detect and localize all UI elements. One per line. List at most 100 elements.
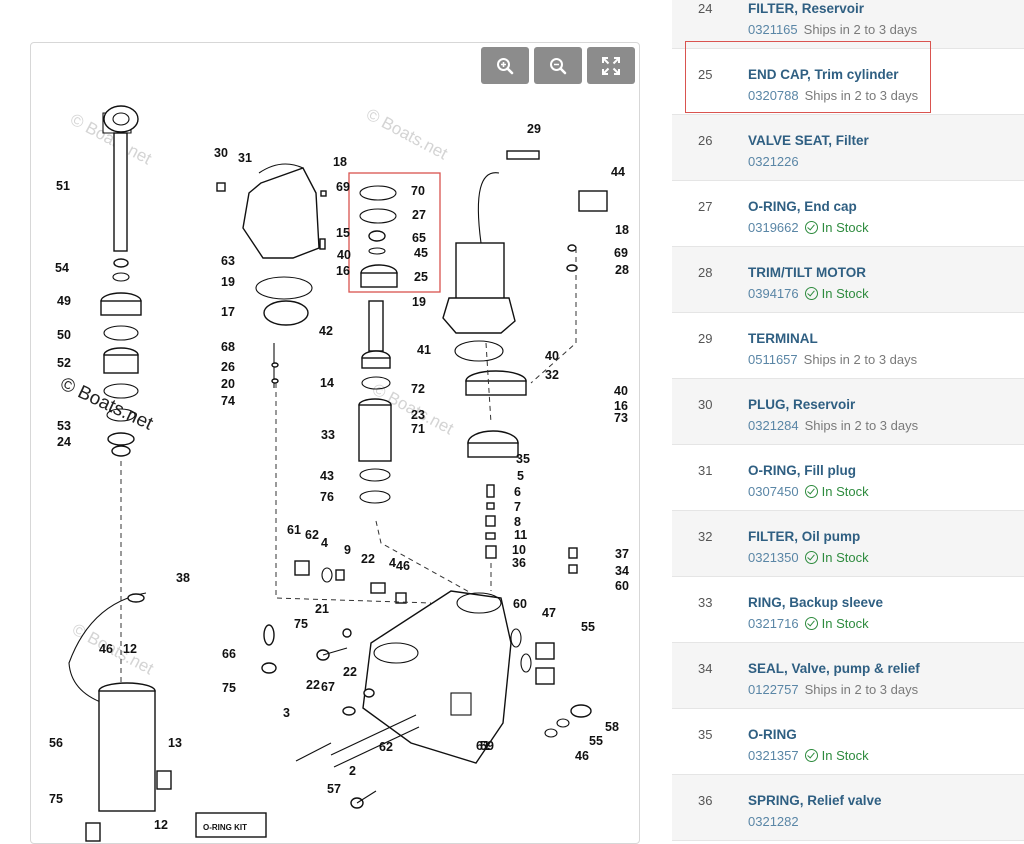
callout-label[interactable]: 16 xyxy=(336,264,350,278)
callout-label[interactable]: 74 xyxy=(221,394,235,408)
callout-label[interactable]: 20 xyxy=(221,377,235,391)
part-name-link[interactable]: SPRING, Relief valve xyxy=(748,793,882,808)
callout-label[interactable]: 13 xyxy=(168,736,182,750)
part-name-link[interactable]: O-RING, End cap xyxy=(748,199,857,214)
part-number-link[interactable]: 0319662 xyxy=(748,220,799,235)
callout-label[interactable]: 2 xyxy=(349,764,356,778)
callout-label[interactable]: 36 xyxy=(512,556,526,570)
part-name-link[interactable]: RING, Backup sleeve xyxy=(748,595,884,610)
part-number-link[interactable]: 0321165 xyxy=(748,22,798,37)
part-number-link[interactable]: 0511657 xyxy=(748,352,798,367)
callout-label[interactable]: 6 xyxy=(514,485,521,499)
callout-label[interactable]: 75 xyxy=(222,681,236,695)
callout-label[interactable]: 69 xyxy=(614,246,628,260)
callout-label[interactable]: 12 xyxy=(123,642,137,656)
zoom-in-button[interactable] xyxy=(481,47,529,84)
callout-label[interactable]: 69 xyxy=(336,180,350,194)
callout-label[interactable]: 25 xyxy=(414,270,428,284)
callout-label[interactable]: 40 xyxy=(614,384,628,398)
part-number-link[interactable]: 0394176 xyxy=(748,286,799,301)
callout-label[interactable]: 31 xyxy=(238,151,252,165)
callout-label[interactable]: 14 xyxy=(320,376,334,390)
callout-label[interactable]: 46 xyxy=(575,749,589,763)
part-number-link[interactable]: 0321282 xyxy=(748,814,799,829)
callout-label[interactable]: 26 xyxy=(221,360,235,374)
callout-label[interactable]: 66 xyxy=(222,647,236,661)
callout-label[interactable]: 23 xyxy=(411,408,425,422)
callout-label[interactable]: 9 xyxy=(344,543,351,557)
callout-label[interactable]: 15 xyxy=(336,226,350,240)
callout-label[interactable]: 57 xyxy=(327,782,341,796)
callout-label[interactable]: 19 xyxy=(221,275,235,289)
callout-label[interactable]: 75 xyxy=(294,617,308,631)
part-number-link[interactable]: 0321357 xyxy=(748,748,799,763)
part-name-link[interactable]: O-RING xyxy=(748,727,797,742)
callout-label[interactable]: 63 xyxy=(221,254,235,268)
callout-label[interactable]: 4 xyxy=(389,556,396,570)
part-name-link[interactable]: PLUG, Reservoir xyxy=(748,397,856,412)
callout-label[interactable]: 73 xyxy=(614,411,628,425)
callout-label[interactable]: 67 xyxy=(321,680,335,694)
callout-label[interactable]: 4 xyxy=(321,536,328,550)
callout-label[interactable]: 72 xyxy=(411,382,425,396)
part-name-link[interactable]: TERMINAL xyxy=(748,331,818,346)
callout-label[interactable]: 22 xyxy=(306,678,320,692)
callout-label[interactable]: 33 xyxy=(321,428,335,442)
callout-label[interactable]: 28 xyxy=(615,263,629,277)
callout-label[interactable]: 51 xyxy=(56,179,70,193)
fullscreen-button[interactable] xyxy=(587,47,635,84)
part-name-link[interactable]: END CAP, Trim cylinder xyxy=(748,67,899,82)
callout-label[interactable]: 56 xyxy=(49,736,63,750)
part-name-link[interactable]: VALVE SEAT, Filter xyxy=(748,133,869,148)
callout-label[interactable]: 8 xyxy=(514,515,521,529)
callout-label[interactable]: 41 xyxy=(417,343,431,357)
callout-label[interactable]: 24 xyxy=(57,435,71,449)
callout-label[interactable]: 61 xyxy=(287,523,301,537)
part-number-link[interactable]: 0320788 xyxy=(748,88,799,103)
callout-label[interactable]: 16 xyxy=(614,399,628,413)
callout-label[interactable]: 38 xyxy=(176,571,190,585)
callout-label[interactable]: 55 xyxy=(589,734,603,748)
part-number-link[interactable]: 0321284 xyxy=(748,418,799,433)
callout-label[interactable]: 7 xyxy=(514,500,521,514)
callout-label[interactable]: 21 xyxy=(315,602,329,616)
callout-label[interactable]: 50 xyxy=(57,328,71,342)
callout-label[interactable]: 46 xyxy=(396,559,410,573)
callout-label[interactable]: 22 xyxy=(343,665,357,679)
callout-label[interactable]: 11 xyxy=(514,528,527,542)
part-number-link[interactable]: 0307450 xyxy=(748,484,799,499)
callout-label[interactable]: 19 xyxy=(412,295,426,309)
callout-label[interactable]: 60 xyxy=(615,579,629,593)
callout-label[interactable]: 12 xyxy=(154,818,168,832)
callout-label[interactable]: 46 xyxy=(99,642,113,656)
callout-label[interactable]: 22 xyxy=(361,552,375,566)
callout-label[interactable]: 18 xyxy=(615,223,629,237)
part-number-link[interactable]: 0122757 xyxy=(748,682,799,697)
callout-label[interactable]: 29 xyxy=(527,122,541,136)
callout-label[interactable]: 61 xyxy=(476,739,490,753)
callout-label[interactable]: 60 xyxy=(513,597,527,611)
callout-label[interactable]: 59 xyxy=(480,739,494,753)
callout-label[interactable]: 18 xyxy=(333,155,347,169)
part-name-link[interactable]: O-RING, Fill plug xyxy=(748,463,856,478)
callout-label[interactable]: 17 xyxy=(221,305,235,319)
callout-label[interactable]: 5 xyxy=(517,469,524,483)
callout-label[interactable]: 42 xyxy=(319,324,333,338)
part-name-link[interactable]: SEAL, Valve, pump & relief xyxy=(748,661,920,676)
part-number-link[interactable]: 0321226 xyxy=(748,154,799,169)
part-number-link[interactable]: 0321350 xyxy=(748,550,799,565)
callout-label[interactable]: 40 xyxy=(545,349,559,363)
callout-label[interactable]: 54 xyxy=(55,261,69,275)
callout-label[interactable]: 3 xyxy=(283,706,290,720)
callout-label[interactable]: 55 xyxy=(581,620,595,634)
callout-label[interactable]: 40 xyxy=(337,248,351,262)
callout-label[interactable]: 49 xyxy=(57,294,71,308)
callout-label[interactable]: 27 xyxy=(412,208,426,222)
